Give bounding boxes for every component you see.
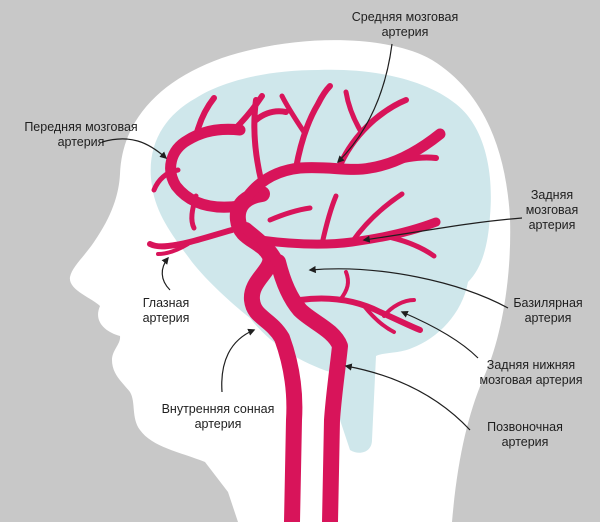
label-text: мозговая	[525, 203, 579, 217]
label-ophthalmic-artery: Глазная артерия	[126, 296, 206, 326]
label-text: артерия	[194, 417, 242, 431]
leader-posterior-inferior	[400, 310, 479, 359]
posterior-inferior-subbranch-3	[382, 298, 416, 318]
label-vertebral-artery: Позвоночная артерия	[470, 420, 580, 450]
posterior-inferior-subbranch-2	[362, 304, 396, 334]
middle-branch-4	[279, 93, 307, 135]
posterior-branch-2	[349, 191, 405, 245]
middle-branch-7	[377, 154, 439, 169]
anterior-branch-2	[231, 93, 265, 133]
label-text: Передняя мозговая	[24, 120, 138, 134]
label-text: артерия	[142, 311, 190, 325]
label-text: артерия	[501, 435, 549, 449]
label-middle-cerebral-artery: Средняя мозговая артерия	[330, 10, 480, 40]
middle-branch-8	[399, 137, 435, 163]
anterior-branch-1	[193, 95, 217, 139]
label-text: Внутренняя сонная	[161, 402, 275, 416]
label-internal-carotid-artery: Внутренняя сонная артерия	[148, 402, 288, 432]
leader-anterior-cerebral	[101, 138, 168, 159]
label-text: Задняя нижняя	[486, 358, 576, 372]
label-text: мозговая артерия	[479, 373, 583, 387]
brain	[150, 69, 491, 453]
label-text: Задняя	[530, 188, 574, 202]
leader-ophthalmic	[161, 256, 171, 291]
label-text: Базилярная	[513, 296, 583, 310]
label-text: артерия	[57, 135, 105, 149]
label-basilar-artery: Базилярная артерия	[500, 296, 596, 326]
posterior-branch-1	[319, 193, 339, 247]
posterior-branch-4	[267, 205, 313, 223]
ophthalmic-artery-vessel	[147, 227, 235, 250]
anterior-branch-4	[189, 193, 199, 231]
label-posterior-inferior-cerebral-artery: Задняя нижняя мозговая артерия	[466, 358, 596, 388]
middle-branch-3	[293, 83, 333, 171]
label-text: Средняя мозговая	[351, 10, 459, 24]
posterior-inferior-subbranch-1	[338, 270, 350, 302]
middle-branch-1	[251, 97, 265, 187]
label-text: артерия	[528, 218, 576, 232]
anterior-branch-3	[151, 167, 181, 193]
label-text: артерия	[381, 25, 429, 39]
vertebral-artery-vessel	[270, 254, 348, 522]
anterior-cerebral-artery-vessel	[165, 123, 246, 213]
leader-lines	[101, 43, 523, 431]
label-posterior-cerebral-artery: Задняя мозговая артерия	[512, 188, 592, 233]
label-text: Глазная	[142, 296, 190, 310]
middle-branch-2	[253, 108, 289, 123]
label-text: Позвоночная	[487, 420, 563, 434]
leader-internal-carotid	[221, 328, 256, 393]
internal-carotid-artery-vessel	[229, 186, 303, 522]
leader-basilar	[308, 265, 509, 309]
posterior-inferior-branch	[297, 295, 423, 333]
middle-branch-6	[343, 89, 363, 133]
label-text: артерия	[524, 311, 572, 325]
label-anterior-cerebral-artery: Передняя мозговая артерия	[6, 120, 156, 150]
leader-posterior-cerebral	[362, 217, 523, 243]
leader-vertebral	[344, 363, 471, 431]
ophthalmic-subbranch	[156, 242, 190, 256]
leader-middle-cerebral	[336, 43, 393, 164]
posterior-branch-3	[381, 233, 437, 259]
